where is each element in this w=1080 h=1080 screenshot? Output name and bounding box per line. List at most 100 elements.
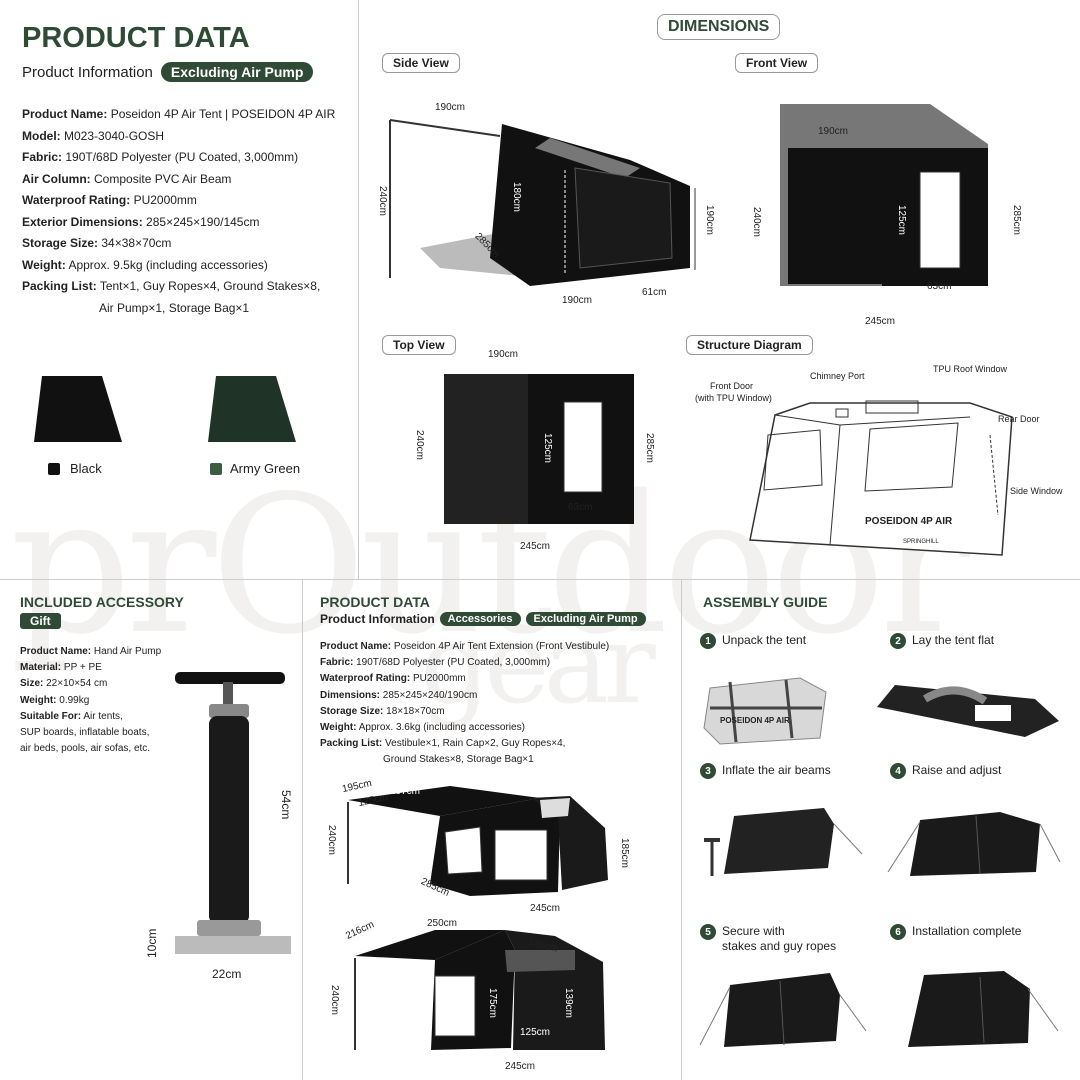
top-dim-height: 240cm (414, 430, 425, 461)
side-view-label: Side View (382, 53, 460, 73)
accessories-badge: Accessories (439, 612, 521, 626)
extension-spec-row: Waterproof Rating: PU2000mm (320, 673, 466, 685)
ext-a-dim-197: 197cm (390, 786, 421, 797)
divider-vertical-bottom-1 (302, 580, 303, 1080)
green-tent-swatch (208, 376, 296, 442)
step-3-image (704, 808, 863, 876)
top-view-drawing (444, 374, 634, 524)
accessory-spec-list: Product Name: Hand Air Pump Material: PP… (20, 644, 161, 757)
assembly-step-3: 3 Inflate the air beams (700, 763, 831, 779)
accessory-spec-row: Material: PP + PE (20, 662, 102, 674)
extension-spec-row: Packing List: Vestibule×1, Rain Cap×2, G… (320, 738, 566, 750)
ext-b-dim-250: 250cm (427, 918, 458, 929)
accessory-spec-row: Weight: 0.99kg (20, 694, 90, 706)
step-number: 3 (700, 763, 716, 779)
accessory-spec-cont: SUP boards, inflatable boats, (20, 727, 150, 739)
side-view-drawing (389, 119, 696, 286)
front-dim-top: 190cm (818, 126, 849, 137)
air-pump-image (175, 672, 291, 954)
structure-diagram-label: Structure Diagram (686, 335, 813, 355)
top-dim-top: 190cm (488, 349, 519, 360)
spec-row: Air Column: Composite PVC Air Beam (22, 171, 232, 186)
structure-tent-sub: SPRINGHILL (903, 539, 939, 545)
spec-row: Weight: Approx. 9.5kg (including accesso… (22, 257, 268, 272)
pump-dim-depth: 10cm (145, 928, 159, 958)
side-dim-inner: 180cm (511, 182, 522, 213)
extension-info-heading: Product Information Accessories Excludin… (320, 612, 646, 626)
accessory-spec-row: Suitable For: Air tents, (20, 710, 123, 722)
ext-b-dim-245: 245cm (505, 1061, 536, 1072)
step-4-image (887, 812, 1061, 876)
step-text: Inflate the air beams (722, 763, 831, 777)
spec-row: Fabric: 190T/68D Polyester (PU Coated, 3… (22, 150, 299, 164)
front-dim-door-width: 63cm (927, 281, 952, 292)
step-5-image (699, 973, 867, 1047)
assembly-step-2: 2 Lay the tent flat (890, 633, 994, 649)
extension-excluding-pump-badge: Excluding Air Pump (525, 612, 646, 626)
step-number: 5 (700, 924, 716, 940)
extension-spec-row: Fabric: 190T/68D Polyester (PU Coated, 3… (320, 657, 551, 669)
page-title: PRODUCT DATA (22, 22, 250, 54)
callout-chimney-port: Chimney Port (810, 371, 865, 381)
extension-spec-list: Product Name: Poseidon 4P Air Tent Exten… (320, 639, 609, 769)
step-number: 2 (890, 633, 906, 649)
color-option-black[interactable]: Black (48, 461, 102, 476)
side-dim-door: 61cm (642, 287, 667, 298)
divider-horizontal (0, 579, 1080, 580)
extension-spec-cont: Ground Stakes×8, Storage Bag×1 (383, 754, 534, 766)
top-dim-right: 285cm (644, 433, 655, 464)
accessory-spec-cont: air beds, pools, air sofas, etc. (20, 743, 151, 755)
color-option-army-green[interactable]: Army Green (210, 461, 300, 476)
front-dim-height: 240cm (751, 207, 762, 238)
extension-drawing-rear (354, 930, 605, 1050)
extension-spec-row: Dimensions: 285×245×240/190cm (320, 689, 478, 701)
top-dim-door: 125cm (542, 433, 553, 464)
step-text: Lay the tent flat (912, 633, 995, 647)
green-color-dot (210, 462, 222, 475)
gift-badge: Gift (20, 613, 61, 629)
front-dim-bottom: 245cm (865, 316, 896, 327)
assembly-step-4: 4 Raise and adjust (890, 763, 1001, 779)
extension-title: PRODUCT DATA (320, 594, 430, 610)
ext-b-dim-175: 175cm (487, 988, 498, 1019)
side-dim-top: 190cm (435, 102, 466, 113)
step-6-image (908, 971, 1059, 1047)
product-info-heading: Product Information Excluding Air Pump (22, 62, 314, 82)
callout-side-window: Side Window (1010, 486, 1063, 496)
spec-list: Product Name: Poseidon 4P Air Tent | POS… (22, 104, 335, 319)
step-2-image (877, 685, 1059, 737)
spec-row-cont: Air Pump×1, Storage Bag×1 (99, 300, 250, 315)
bag-label: POSEIDON 4P AIR (720, 716, 790, 725)
spec-row: Waterproof Rating: PU2000mm (22, 193, 197, 207)
accessory-spec-row: Size: 22×10×54 cm (20, 678, 108, 690)
ext-b-dim-240: 240cm (329, 985, 340, 1016)
extension-spec-row: Weight: Approx. 3.6kg (including accesso… (320, 722, 525, 734)
front-dim-right: 285cm (1011, 205, 1022, 236)
extension-info-label: Product Information (320, 612, 435, 626)
black-tent-swatch (34, 376, 122, 442)
ext-a-dim-185: 185cm (619, 838, 630, 869)
accessory-spec-row: Product Name: Hand Air Pump (20, 646, 162, 657)
callout-rear-door: Rear Door (998, 414, 1040, 424)
ext-b-dim-139: 139cm (563, 988, 574, 1019)
pump-dim-height: 54cm (279, 790, 293, 820)
extension-spec-row: Product Name: Poseidon 4P Air Tent Exten… (320, 641, 610, 652)
step-text: Raise and adjust (912, 763, 1002, 777)
color-label-black: Black (70, 461, 102, 476)
assembly-title: ASSEMBLY GUIDE (703, 594, 828, 610)
spec-row: Packing List: Tent×1, Guy Ropes×4, Groun… (22, 279, 321, 293)
step-1-image (703, 677, 827, 745)
step-text: Installation complete (912, 924, 1022, 938)
callout-roof-window: TPU Roof Window (933, 364, 1008, 374)
extension-spec-row: Storage Size: 18×18×70cm (320, 705, 445, 717)
front-view-drawing (780, 104, 988, 286)
structure-diagram-drawing (749, 400, 1013, 556)
spec-row: Product Name: Poseidon 4P Air Tent | POS… (22, 107, 336, 121)
top-dim-bottom: 245cm (520, 541, 551, 552)
excluding-pump-badge: Excluding Air Pump (160, 62, 314, 82)
callout-front-door-window: (with TPU Window) (695, 393, 772, 403)
side-dim-bottom: 190cm (562, 295, 593, 306)
ext-a-dim-245: 245cm (530, 903, 561, 914)
spec-row: Storage Size: 34×38×70cm (22, 236, 172, 250)
